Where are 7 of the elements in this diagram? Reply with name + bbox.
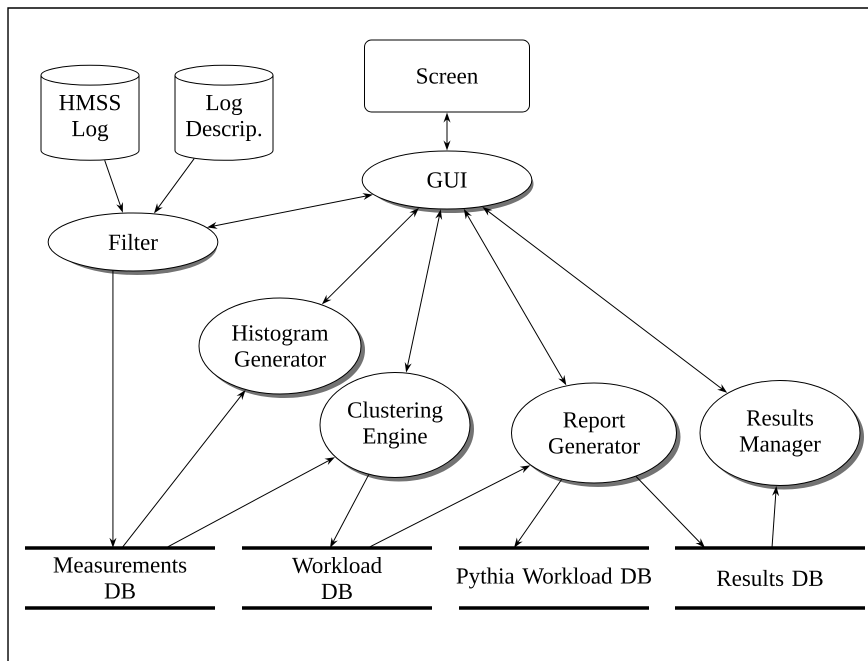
database-cylinder: HMSS Log [40, 64, 140, 161]
data-store: Results DB [675, 546, 865, 610]
data-store: Measurements DB [25, 546, 215, 610]
rounded-box: Screen [364, 40, 530, 112]
database-cylinder: Log Descrip. [174, 64, 274, 161]
data-store: Pythia Workload DB [456, 546, 651, 610]
data-store: Workload DB [242, 546, 432, 610]
